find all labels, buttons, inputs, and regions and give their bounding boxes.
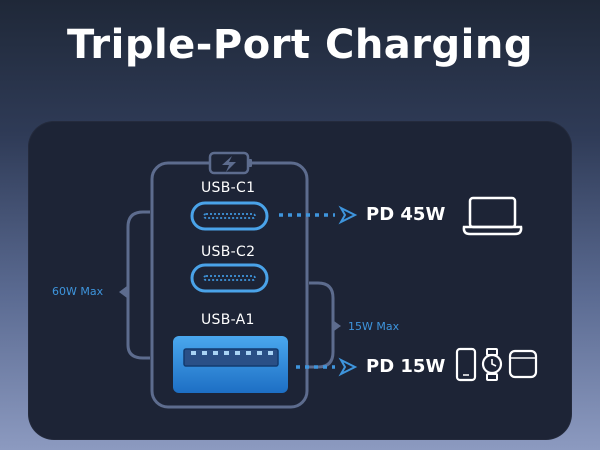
usb-c1-output-label: PD 45W <box>366 204 446 225</box>
phone-icon <box>455 347 477 382</box>
total-power-arrow <box>119 286 127 298</box>
lightning-battery-icon <box>208 151 252 175</box>
page-title: Triple-Port Charging <box>67 22 533 68</box>
usb-c1-output-arrow <box>279 205 358 225</box>
usb-a1-output-label: PD 15W <box>366 356 446 377</box>
usb-c1-port <box>190 201 269 231</box>
usb-c2-label: USB-C2 <box>201 244 256 260</box>
shared-power-bracket <box>309 281 335 369</box>
diagram-panel <box>28 121 572 440</box>
usb-a1-output-arrow <box>296 357 358 377</box>
usb-c2-port <box>190 263 269 293</box>
usb-c1-label: USB-C1 <box>201 180 256 196</box>
shared-power-arrow <box>334 321 341 331</box>
total-power-label: 60W Max <box>52 285 104 298</box>
laptop-icon <box>462 196 523 236</box>
usb-a1-label: USB-A1 <box>201 312 255 328</box>
smartwatch-icon <box>481 348 503 381</box>
earbuds-case-icon <box>508 349 538 379</box>
usb-a1-port <box>173 336 288 393</box>
shared-power-label: 15W Max <box>348 320 400 333</box>
total-power-bracket <box>126 210 150 360</box>
